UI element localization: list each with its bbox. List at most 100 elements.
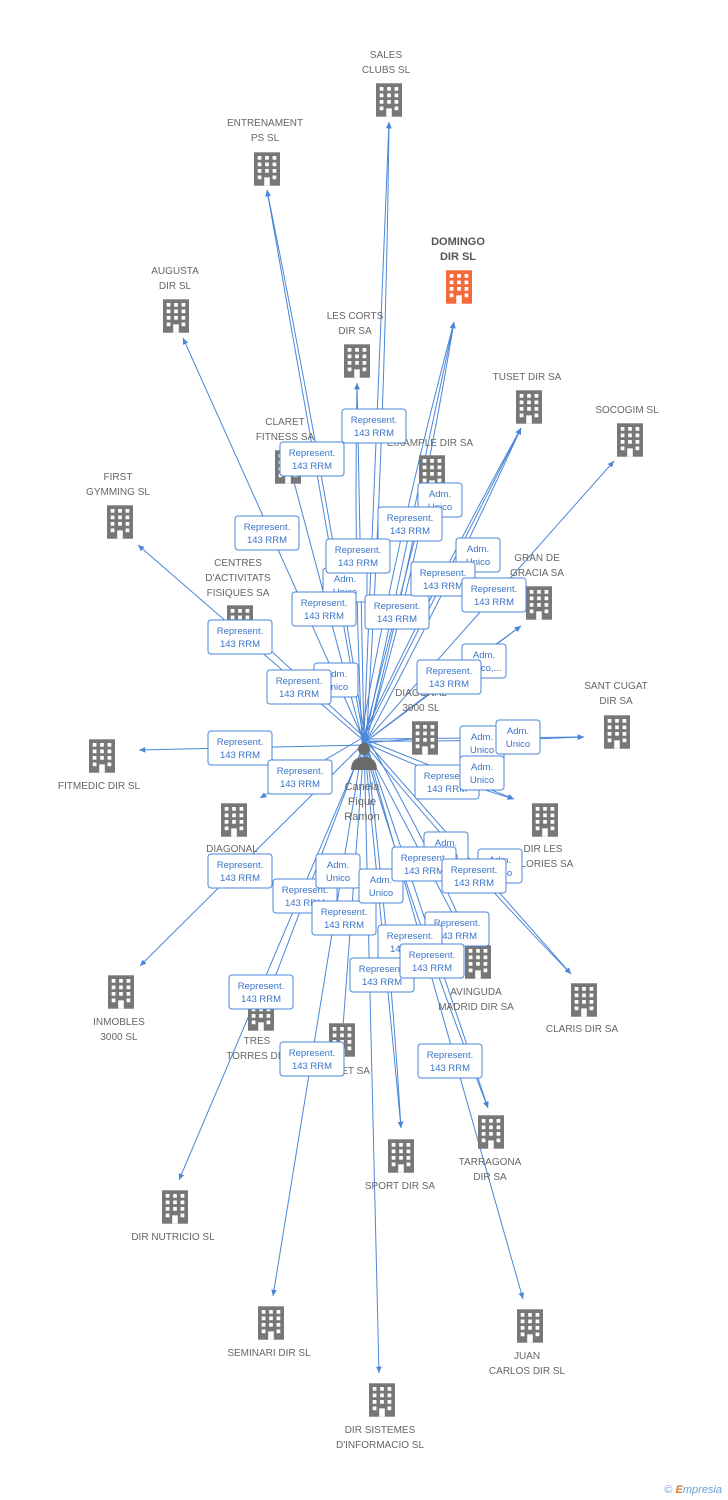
- edge-label-represent: Represent.143 RRM: [279, 1041, 345, 1077]
- person-label: Canela: [345, 781, 381, 793]
- company-label: GRAN DE: [514, 553, 560, 564]
- company-node-socogim[interactable]: SOCOGIM SL: [595, 405, 659, 457]
- edge-label-represent: Represent.143 RRM: [279, 441, 345, 477]
- edge-label-text: Represent.: [359, 964, 405, 975]
- company-label: JUAN: [514, 1351, 540, 1362]
- edge-arrow: [363, 738, 524, 1300]
- edge-label-text: Represent.: [289, 448, 335, 459]
- edge-label-text: Represent.: [335, 545, 381, 556]
- building-icon: [604, 715, 630, 749]
- edge-label-box: [267, 759, 333, 795]
- building-icon: [571, 983, 597, 1017]
- edge-label-box: [461, 577, 527, 613]
- edge-label-text: Adm.: [370, 875, 392, 886]
- edge-label-text: 143 RRM: [390, 526, 430, 537]
- company-label: 3000 SL: [100, 1032, 138, 1043]
- edge-label-represent: Represent.143 RRM: [311, 900, 377, 936]
- company-label: CLUBS SL: [362, 65, 411, 76]
- building-icon: [517, 1309, 543, 1343]
- edge-label-text: Represent.: [374, 601, 420, 612]
- edge-arrow: [271, 736, 365, 1297]
- building-icon: [369, 1383, 395, 1417]
- building-icon: [617, 423, 643, 457]
- edge-label-text: Adm.: [327, 860, 349, 871]
- edge-label-box: [279, 441, 345, 477]
- edge-label-text: Represent.: [426, 666, 472, 677]
- edge-label-text: Represent.: [238, 981, 284, 992]
- edge-label-text: Represent.: [217, 860, 263, 871]
- company-label: SOCOGIM SL: [595, 405, 659, 416]
- person-body-shape: [351, 757, 377, 770]
- edge-label-represent: Represent.143 RRM: [391, 846, 457, 882]
- edge-label-text: Represent.: [420, 568, 466, 579]
- company-label: FIRST: [104, 472, 133, 483]
- edge-label-text: Adm.: [429, 489, 451, 500]
- edge-label-text: 143 RRM: [362, 977, 402, 988]
- edge-label-box: [341, 408, 407, 444]
- edge-label-text: 143 RRM: [304, 611, 344, 622]
- company-label: SANT CUGAT: [584, 681, 648, 692]
- company-node-dir-nutricio[interactable]: DIR NUTRICIO SL: [131, 1190, 215, 1243]
- company-node-eixample[interactable]: EIXAMPLE DIR SA: [387, 438, 473, 489]
- company-label: CLARET: [265, 417, 304, 428]
- edge-label-box: [279, 1041, 345, 1077]
- edge-label-adm-unico: Adm.Unico: [459, 755, 505, 791]
- edge-arrow: [339, 744, 365, 1041]
- building-icon: [107, 505, 133, 539]
- company-node-fitmedic[interactable]: FITMEDIC DIR SL: [58, 739, 141, 792]
- edge-label-text: 143 RRM: [338, 558, 378, 569]
- company-node-diagonal[interactable]: DIAGONAL: [206, 803, 258, 855]
- edge-label-represent: Represent.143 RRM: [234, 515, 300, 551]
- building-icon: [478, 1115, 504, 1149]
- company-node-diagonal-3000[interactable]: DIAGONAL3000 SL: [395, 688, 447, 755]
- edge-label-represent: Represent.143 RRM: [228, 974, 294, 1010]
- edge-label-text: Unico: [470, 745, 494, 756]
- edge-label-text: Represent.: [282, 885, 328, 896]
- edge-label-text: 143 RRM: [285, 898, 325, 909]
- edge-label-represent: Represent.143 RRM: [417, 1043, 483, 1079]
- edge-label-text: 143 RRM: [324, 920, 364, 931]
- edge-label-text: Represent.: [387, 513, 433, 524]
- company-node-tuset[interactable]: TUSET DIR SA: [493, 372, 562, 424]
- edge-label-represent: Represent.143 RRM: [207, 730, 273, 766]
- company-node-seminari[interactable]: SEMINARI DIR SL: [227, 1306, 311, 1359]
- edge-label-text: 143 RRM: [430, 1063, 470, 1074]
- building-icon: [162, 1190, 188, 1224]
- company-node-first-gymming[interactable]: FIRST GYMMING SL: [86, 472, 150, 539]
- edge-label-text: Represent.: [434, 918, 480, 929]
- edge-label-box: [417, 1043, 483, 1079]
- building-icon: [412, 721, 438, 755]
- edge-label-text: Unico: [369, 888, 393, 899]
- company-label: FITMEDIC DIR SL: [58, 781, 141, 792]
- company-label: DIR SISTEMES: [345, 1425, 416, 1436]
- company-label: ENTRENAMENT: [227, 118, 303, 129]
- edge-label-text: Represent.: [351, 415, 397, 426]
- edge-label-text: 143 RRM: [279, 689, 319, 700]
- company-label: GYMMING SL: [86, 487, 150, 498]
- building-icon: [108, 975, 134, 1009]
- edge-label-box: [207, 730, 273, 766]
- company-node-claris[interactable]: CLARIS DIR SA: [546, 983, 619, 1035]
- company-label: EIXAMPLE DIR SA: [387, 438, 473, 449]
- company-node-sport[interactable]: SPORT DIR SA: [365, 1139, 436, 1192]
- edge-label-text: Represent.: [244, 522, 290, 533]
- brand-initial: E: [675, 1484, 683, 1496]
- edge-label-box: [495, 719, 541, 755]
